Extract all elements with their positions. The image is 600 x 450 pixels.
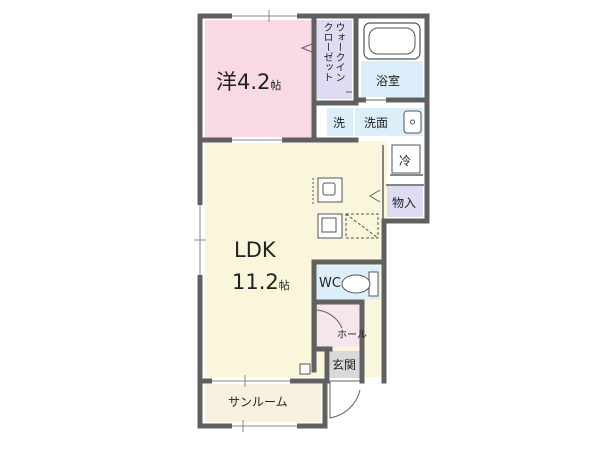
- washer-space-floor: [327, 108, 353, 136]
- closet-label-line2: クローゼット: [321, 22, 332, 82]
- fridge-label: 冷: [399, 154, 412, 168]
- western-room-floor: [205, 20, 313, 138]
- ldk-name-label: LDK: [234, 238, 276, 262]
- closet-label-line1: ウォークイン: [333, 22, 344, 82]
- walk-in-closet-floor: [316, 20, 352, 99]
- sunroom-floor: [205, 384, 321, 422]
- bathroom-floor: [361, 61, 423, 98]
- western-room-size: 4.2: [237, 70, 271, 94]
- windows: [194, 10, 297, 432]
- washer-label: 洗: [333, 116, 346, 130]
- bathroom-label: 浴室: [376, 74, 401, 88]
- toilet-fixture: [341, 271, 379, 297]
- hall-label: ホール: [337, 330, 367, 341]
- ldk-size-label: 11.2帖: [232, 270, 290, 294]
- western-room-label: 洋4.2帖: [216, 66, 281, 96]
- western-room-unit: 帖: [270, 79, 282, 92]
- storage-label: 物入: [392, 196, 417, 210]
- storage-floor: [387, 185, 423, 217]
- doors: [300, 43, 386, 419]
- washbasin: [403, 110, 422, 134]
- kitchen-fixtures: [299, 177, 379, 375]
- western-room-name: 洋: [216, 70, 237, 94]
- entrance-floor: [330, 351, 360, 378]
- ldk-kitchen-extension: [381, 141, 387, 220]
- washroom-label: 洗面: [364, 116, 389, 130]
- ldk-size: 11.2: [232, 270, 279, 294]
- bathtub-inner: [368, 27, 416, 55]
- entrance-label: 玄関: [332, 358, 357, 372]
- washbasin-drain: [410, 119, 415, 125]
- toilet-label: WC: [319, 276, 341, 291]
- fridge-box: [391, 144, 421, 174]
- ldk-unit: 帖: [278, 279, 290, 292]
- sunroom-label: サンルーム: [228, 395, 288, 409]
